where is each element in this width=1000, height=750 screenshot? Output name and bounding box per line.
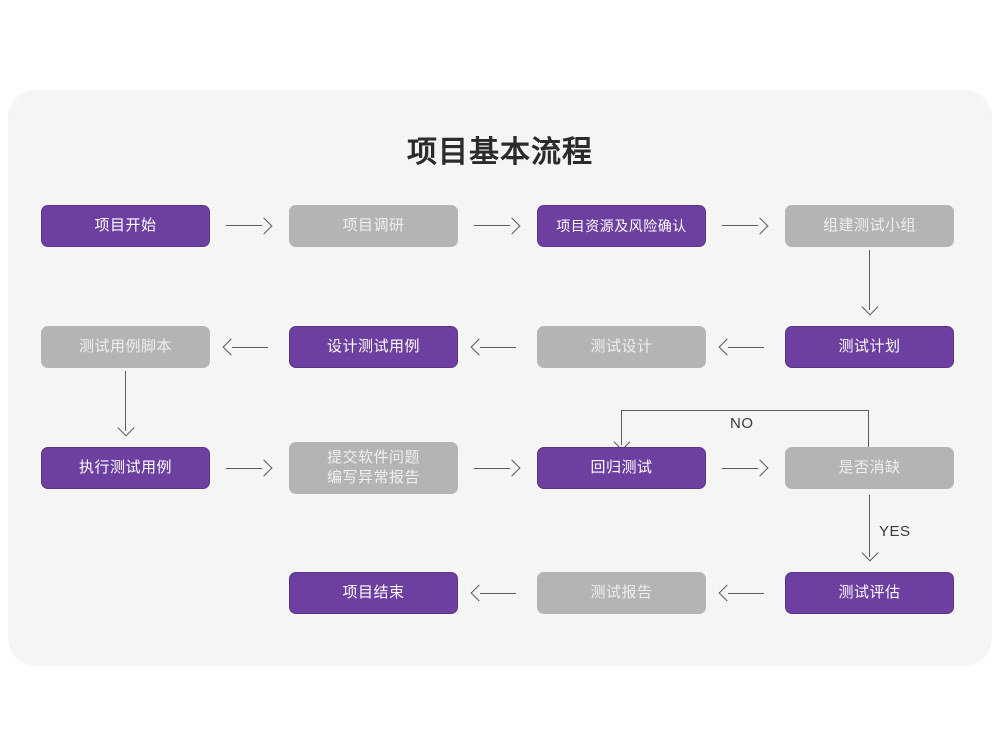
- edge-line-yes: [869, 495, 871, 557]
- diagram-panel: [8, 90, 992, 666]
- node-test-report[interactable]: 测试报告: [537, 572, 706, 614]
- edge-line-n5-n6: [728, 347, 764, 349]
- node-submit-defects-report[interactable]: 提交软件问题 编写异常报告: [289, 442, 458, 494]
- edge-line-n8-n9: [125, 371, 127, 431]
- edge-line-n10-n11: [474, 468, 510, 470]
- node-regression-test[interactable]: 回归测试: [537, 447, 706, 489]
- node-resource-risk-confirm[interactable]: 项目资源及风险确认: [537, 205, 706, 247]
- edge-line-n9-n10: [226, 468, 262, 470]
- edge-line-no-loop-top: [621, 410, 869, 412]
- edge-line-n2-n3: [474, 225, 510, 227]
- edge-line-n4-n5: [869, 250, 871, 310]
- node-test-design[interactable]: 测试设计: [537, 326, 706, 368]
- edge-line-n6-n7: [480, 347, 516, 349]
- node-test-evaluation[interactable]: 测试评估: [785, 572, 954, 614]
- edge-line-n11-n12: [722, 468, 758, 470]
- edge-label-yes: YES: [879, 523, 911, 540]
- edge-label-no: NO: [730, 415, 754, 432]
- node-test-case-script[interactable]: 测试用例脚本: [41, 326, 210, 368]
- node-design-test-cases[interactable]: 设计测试用例: [289, 326, 458, 368]
- node-project-end[interactable]: 项目结束: [289, 572, 458, 614]
- edge-line-n3-n4: [722, 225, 758, 227]
- node-project-research[interactable]: 项目调研: [289, 205, 458, 247]
- edge-line-no-loop-right: [868, 410, 870, 447]
- page-title: 项目基本流程: [407, 136, 593, 169]
- node-project-start[interactable]: 项目开始: [41, 205, 210, 247]
- edge-line-n1-n2: [226, 225, 262, 227]
- node-defect-cleared[interactable]: 是否消缺: [785, 447, 954, 489]
- edge-line-no-loop-left: [621, 410, 623, 445]
- edge-line-n14-n15: [480, 593, 516, 595]
- node-execute-test-cases[interactable]: 执行测试用例: [41, 447, 210, 489]
- edge-line-n13-n14: [728, 593, 764, 595]
- node-test-plan[interactable]: 测试计划: [785, 326, 954, 368]
- node-build-test-team[interactable]: 组建测试小组: [785, 205, 954, 247]
- edge-line-n7-n8: [232, 347, 268, 349]
